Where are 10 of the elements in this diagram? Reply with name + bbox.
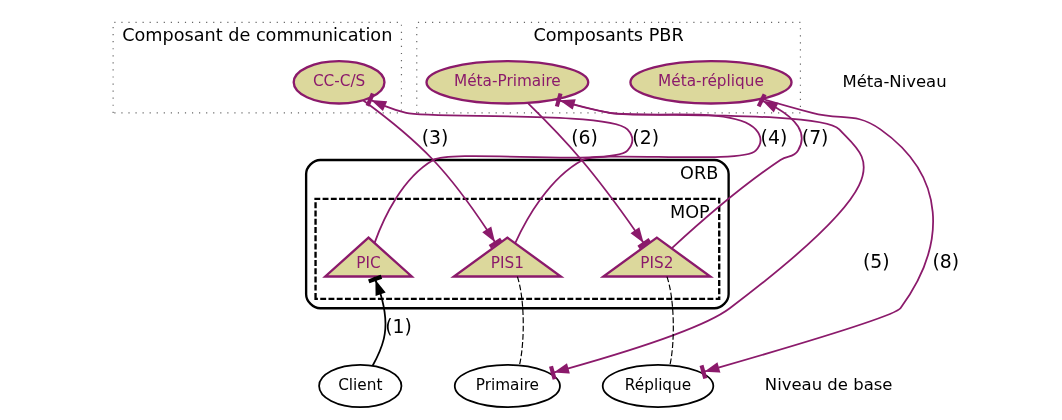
label: Niveau de base <box>764 375 892 395</box>
label: Méta-Niveau <box>841 71 947 91</box>
edge-label: (5) <box>862 251 890 273</box>
edge-label: (6) <box>570 127 598 149</box>
edge-label: (4) <box>760 127 787 149</box>
edge-label: (3) <box>421 127 448 149</box>
edge-label: (7) <box>801 127 828 149</box>
edge-label: (2) <box>631 127 659 149</box>
edge-label: (8) <box>931 251 959 273</box>
edge-label: (1) <box>384 315 412 337</box>
